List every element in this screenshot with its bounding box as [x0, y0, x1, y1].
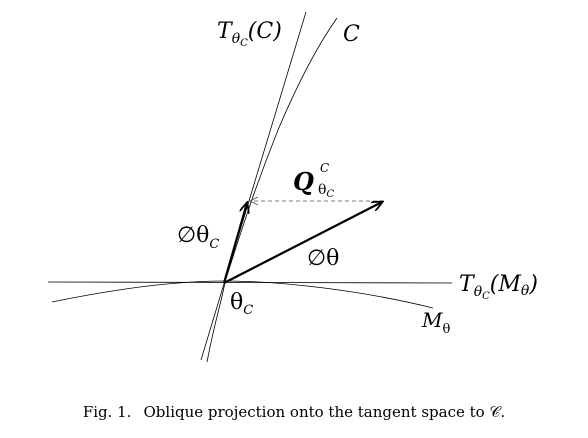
svg-text:θC: θC — [318, 182, 334, 200]
figure-caption: Fig. 1. Oblique projection onto the tange… — [0, 403, 588, 421]
label-manifold-m: Mθ — [421, 308, 450, 337]
label-projection-q: Q C θC — [293, 161, 334, 200]
label-tangent-manifold: TθC(Mθ) — [459, 272, 538, 302]
svg-text:Q: Q — [293, 167, 314, 196]
svg-text:Mθ: Mθ — [421, 308, 450, 337]
grad-theta-c-arrow — [222, 203, 247, 284]
label-grad-theta-c: ∅θC — [177, 223, 219, 252]
svg-text:C: C — [320, 161, 329, 175]
label-grad-theta: ∅θ — [307, 246, 339, 271]
tangent-line-curve — [200, 11, 307, 361]
svg-text:θC: θC — [230, 290, 253, 318]
grad-theta-arrow — [223, 202, 382, 284]
label-theta-c: θC — [230, 290, 253, 318]
label-curve-c: C — [343, 22, 360, 47]
label-tangent-curve: TθC(C) — [217, 19, 282, 49]
projection-dashed-arrowhead — [249, 196, 259, 206]
svg-text:TθC(Mθ): TθC(Mθ) — [459, 272, 538, 302]
tangent-line-manifold — [47, 281, 453, 284]
caption-label: Fig. 1. — [82, 403, 132, 421]
caption-text: Oblique projection onto the tangent spac… — [143, 403, 506, 421]
svg-text:TθC(C): TθC(C) — [217, 19, 282, 49]
svg-text:∅θC: ∅θC — [177, 223, 219, 252]
